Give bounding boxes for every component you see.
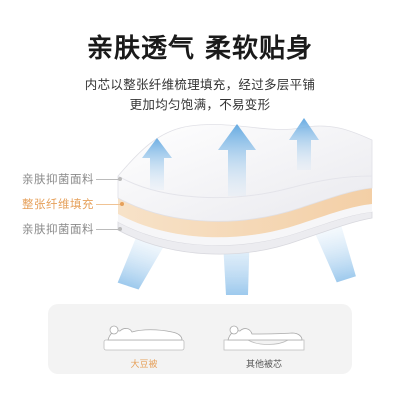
leader-dot-top (118, 177, 122, 181)
caption-soybean-quilt: 大豆被 (130, 360, 158, 370)
soybean-quilt-illustration (103, 325, 185, 351)
description-line-1: 内芯以整张纤维梳理填充，经过多层平铺 (84, 77, 316, 92)
other-quilt-illustration (223, 325, 305, 351)
leader-line-middle (96, 204, 122, 205)
layer-label-top: 亲肤抑菌面料 (22, 172, 94, 186)
layer-label-bottom: 亲肤抑菌面料 (22, 222, 94, 236)
headline-title: 亲肤透气 柔软贴身 (86, 34, 314, 64)
layer-label-middle: 整张纤维填充 (22, 197, 94, 211)
comparison-panel: 大豆被 其他被芯 (48, 304, 352, 374)
leader-line-bottom (96, 229, 120, 230)
leader-dot-bottom (118, 227, 122, 231)
leader-line-top (96, 179, 120, 180)
description-line-2: 更加均匀饱满，不易变形 (129, 97, 271, 112)
caption-other-quilt: 其他被芯 (245, 360, 282, 370)
leader-dot-middle (120, 202, 124, 206)
airflow-arrows-upper (142, 118, 319, 196)
filling-layer (118, 188, 372, 238)
